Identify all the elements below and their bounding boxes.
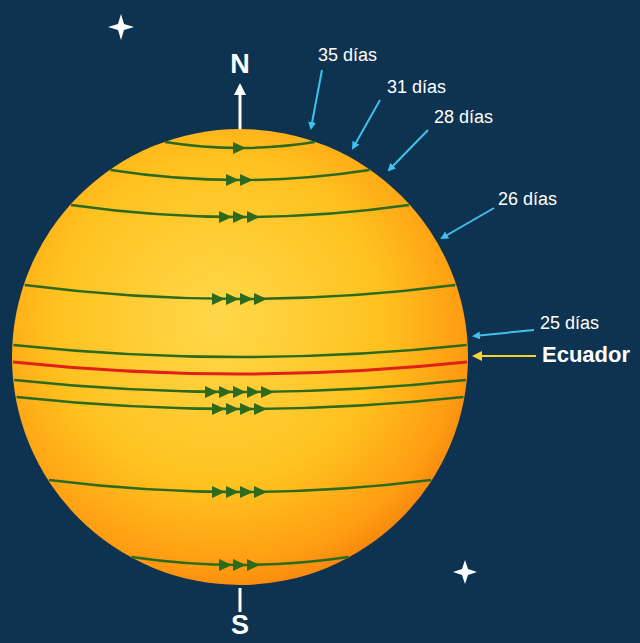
- rotation-arrow: [226, 174, 239, 186]
- star: [108, 14, 134, 40]
- rotation-arrow: [233, 142, 246, 154]
- rotation-arrow: [240, 486, 253, 498]
- rotation-arrow: [254, 293, 267, 305]
- leader-line: [311, 70, 322, 128]
- rotation-arrow: [240, 174, 253, 186]
- leader-line: [442, 208, 494, 238]
- leader-line: [389, 130, 428, 170]
- rotation-arrow: [247, 559, 260, 571]
- south-axis: [239, 588, 242, 612]
- period-label: 31 días: [387, 78, 446, 98]
- period-label: 28 días: [434, 108, 493, 128]
- rotation-arrow: [219, 211, 232, 223]
- rotation-arrow: [212, 486, 225, 498]
- rotation-arrow: [233, 386, 246, 398]
- rotation-arrow: [226, 293, 239, 305]
- latitude-line: [13, 362, 467, 374]
- latitude-lines: [13, 142, 467, 571]
- north-label: N: [230, 50, 250, 80]
- equator-pointer: [474, 355, 536, 357]
- period-label: 26 días: [498, 190, 557, 210]
- rotation-arrow: [240, 293, 253, 305]
- leader-line: [353, 100, 380, 148]
- rotation-arrow: [254, 486, 267, 498]
- star: [453, 560, 477, 584]
- period-label: 25 días: [540, 314, 599, 334]
- period-label: 35 días: [318, 46, 377, 66]
- rotation-arrow: [205, 386, 218, 398]
- rotation-arrow: [261, 386, 274, 398]
- latitude-line: [13, 345, 466, 357]
- equator-label: Ecuador: [542, 343, 630, 367]
- rotation-arrow: [226, 403, 239, 415]
- rotation-arrow: [233, 559, 246, 571]
- sun-sphere: [12, 129, 468, 585]
- rotation-arrow: [247, 211, 260, 223]
- rotation-arrow: [254, 403, 267, 415]
- rotation-arrow: [233, 211, 246, 223]
- rotation-arrow: [247, 386, 260, 398]
- rotation-arrow: [212, 293, 225, 305]
- rotation-arrow: [240, 403, 253, 415]
- leader-line: [474, 330, 534, 336]
- rotation-arrow: [219, 559, 232, 571]
- rotation-arrow: [226, 486, 239, 498]
- south-label: S: [231, 611, 249, 641]
- rotation-arrow: [219, 386, 232, 398]
- rotation-arrow: [212, 403, 225, 415]
- north-axis: [239, 86, 242, 132]
